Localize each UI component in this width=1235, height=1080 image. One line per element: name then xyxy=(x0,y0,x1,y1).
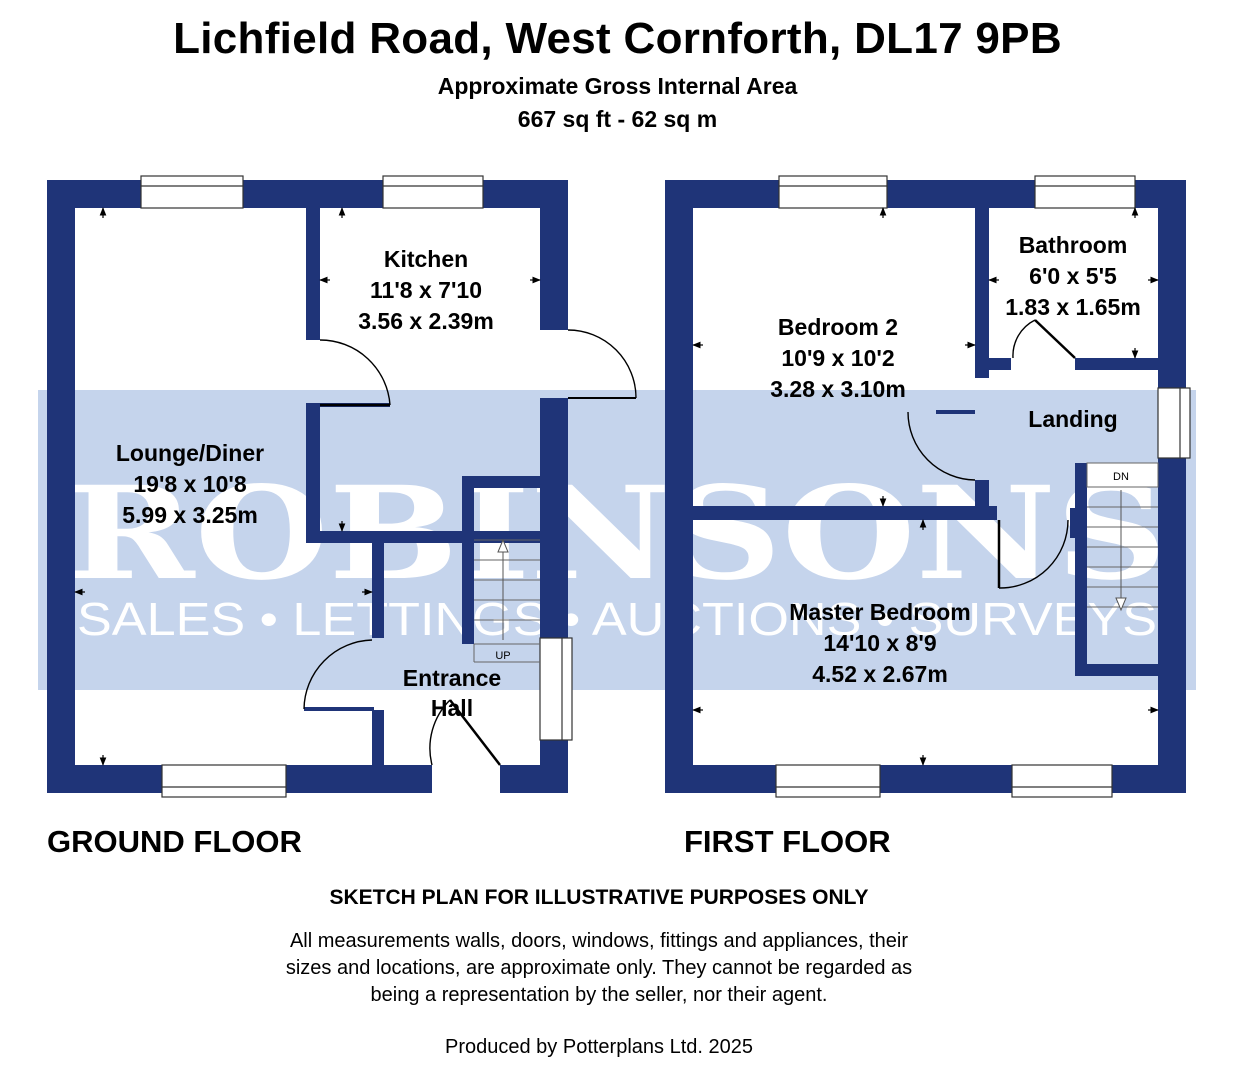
area-label: Approximate Gross Internal Area xyxy=(437,73,798,99)
ground-floor-stairs xyxy=(473,538,540,663)
area-value: 667 sq ft - 62 sq m xyxy=(517,106,718,132)
room-master-bedroom-imperial: 14'10 x 8'9 xyxy=(823,630,936,656)
room-entrance-hall-name2: Hall xyxy=(431,695,473,721)
ground-floor-doors xyxy=(303,329,637,766)
room-kitchen-imperial: 11'8 x 7'10 xyxy=(370,277,482,303)
room-kitchen-name: Kitchen xyxy=(384,246,468,272)
room-kitchen-metric: 3.56 x 2.39m xyxy=(358,308,494,334)
first-floor-stairs xyxy=(1086,462,1159,612)
room-kitchen: Kitchen 11'8 x 7'10 3.56 x 2.39m xyxy=(358,246,494,334)
room-lounge-diner-name: Lounge/Diner xyxy=(116,440,264,466)
room-lounge-diner-imperial: 19'8 x 10'8 xyxy=(133,471,246,497)
disclaimer-line: sizes and locations, are approximate onl… xyxy=(285,957,913,979)
room-entrance-hall-name: Entrance xyxy=(403,665,501,691)
room-bedroom-2: Bedroom 2 10'9 x 10'2 3.28 x 3.10m xyxy=(770,314,906,402)
room-bathroom-name: Bathroom xyxy=(1019,232,1128,258)
room-bathroom: Bathroom 6'0 x 5'5 1.83 x 1.65m xyxy=(1005,232,1141,320)
room-bedroom-2-metric: 3.28 x 3.10m xyxy=(770,376,906,402)
first-floor-windows xyxy=(775,175,1191,798)
stairs-down-label: DN xyxy=(1113,471,1129,483)
room-bedroom-2-imperial: 10'9 x 10'2 xyxy=(781,345,894,371)
first-floor-dimension-arrows xyxy=(692,207,1159,766)
room-master-bedroom: Master Bedroom 14'10 x 8'9 4.52 x 2.67m xyxy=(789,599,970,687)
room-landing-name: Landing xyxy=(1028,406,1117,432)
room-master-bedroom-name: Master Bedroom xyxy=(789,599,970,625)
watermark-tagline: SALES • LETTINGS • AUCTIONS • SURVEYS xyxy=(77,593,1157,645)
ground-floor-windows xyxy=(140,175,573,798)
disclaimer: All measurements walls, doors, windows, … xyxy=(0,928,1198,1009)
sketch-notice: SKETCH PLAN FOR ILLUSTRATIVE PURPOSES ON… xyxy=(329,886,869,909)
first-floor-doors xyxy=(907,319,1076,589)
stairs-up-label: UP xyxy=(495,650,510,662)
disclaimer-line: All measurements walls, doors, windows, … xyxy=(289,930,909,952)
room-bathroom-imperial: 6'0 x 5'5 xyxy=(1029,263,1117,289)
ground-floor-label: GROUND FLOOR xyxy=(47,824,302,859)
room-lounge-diner-metric: 5.99 x 3.25m xyxy=(122,502,258,528)
room-landing: Landing xyxy=(1028,406,1117,432)
room-bedroom-2-name: Bedroom 2 xyxy=(778,314,898,340)
room-entrance-hall: Entrance Hall xyxy=(403,665,501,721)
watermark-band xyxy=(38,390,1196,690)
first-floor-label: FIRST FLOOR xyxy=(684,824,891,859)
room-lounge-diner: Lounge/Diner 19'8 x 10'8 5.99 x 3.25m xyxy=(116,440,264,528)
ground-floor-dimension-arrows xyxy=(74,207,541,766)
produced-by: Produced by Potterplans Ltd. 2025 xyxy=(445,1036,753,1058)
room-master-bedroom-metric: 4.52 x 2.67m xyxy=(812,661,948,687)
room-bathroom-metric: 1.83 x 1.65m xyxy=(1005,294,1141,320)
disclaimer-line: being a representation by the seller, no… xyxy=(370,984,828,1006)
plan-title: Lichfield Road, West Cornforth, DL17 9PB xyxy=(173,14,1062,63)
